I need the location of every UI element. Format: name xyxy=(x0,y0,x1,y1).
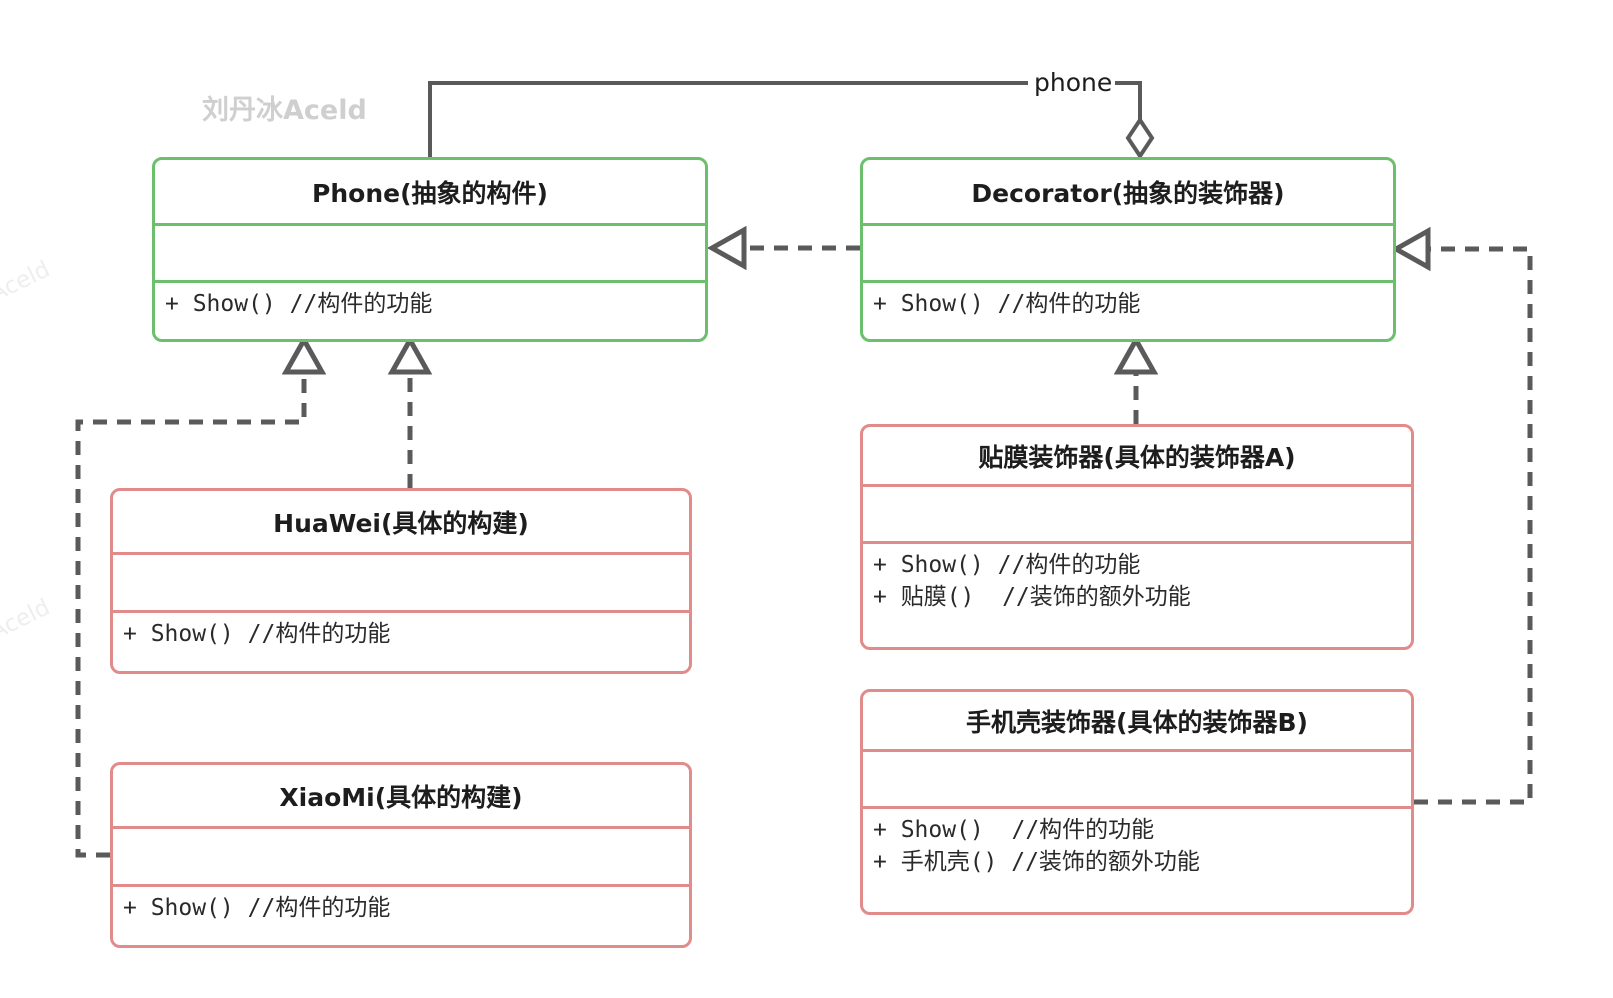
hollow-triangle-marker xyxy=(706,225,747,271)
edge-realization-huawei-to-phone xyxy=(387,334,433,488)
class-box-huawei[interactable]: HuaWei(具体的构建) + Show() //构件的功能 xyxy=(110,488,692,674)
class-attributes-phone xyxy=(155,223,705,280)
operation-row: + Show() //构件的功能 xyxy=(873,552,1141,578)
class-operations-decorator-b: + Show() //构件的功能 + 手机壳() //装饰的额外功能 xyxy=(863,806,1411,912)
edge-realization-decorator-to-phone xyxy=(706,225,860,271)
class-operations-decorator: + Show() //构件的功能 xyxy=(863,280,1393,339)
operation-row: + Show() //构件的功能 xyxy=(873,291,1141,317)
class-operations-xiaomi: + Show() //构件的功能 xyxy=(113,884,689,945)
operation-row: + Show() //构件的功能 xyxy=(873,817,1155,843)
class-title-decorator: Decorator(抽象的装饰器) xyxy=(971,178,1285,208)
class-title-decorator-a: 贴膜装饰器(具体的装饰器A) xyxy=(978,442,1296,472)
class-title-decorator-b: 手机壳装饰器(具体的装饰器B) xyxy=(966,707,1308,737)
class-box-phone[interactable]: Phone(抽象的构件) + Show() //构件的功能 xyxy=(152,157,708,342)
class-operations-phone: + Show() //构件的功能 xyxy=(155,280,705,339)
class-operations-decorator-a: + Show() //构件的功能 + 贴膜() //装饰的额外功能 xyxy=(863,541,1411,647)
class-attributes-xiaomi xyxy=(113,826,689,884)
class-attributes-decorator xyxy=(863,223,1393,280)
watermark-main: 刘丹冰Aceld xyxy=(202,95,367,126)
hollow-triangle-marker xyxy=(1113,334,1159,375)
operation-row: + Show() //构件的功能 xyxy=(165,291,433,317)
operation-row: + 手机壳() //装饰的额外功能 xyxy=(873,848,1200,875)
operation-row: + Show() //构件的功能 xyxy=(123,895,391,921)
hollow-triangle-marker xyxy=(1390,226,1431,272)
edge-realization-decorator-b-to-decorator xyxy=(1390,226,1533,805)
class-title-phone: Phone(抽象的构件) xyxy=(312,178,548,208)
hollow-triangle-marker xyxy=(387,334,433,375)
class-box-decorator-a[interactable]: 贴膜装饰器(具体的装饰器A) + Show() //构件的功能 + 贴膜() /… xyxy=(860,424,1414,650)
class-attributes-huawei xyxy=(113,552,689,610)
class-title-xiaomi: XiaoMi(具体的构建) xyxy=(279,782,523,812)
edge-realization-decorator-a-to-decorator xyxy=(1113,334,1159,424)
watermark-edge-bottom: Aceld xyxy=(0,594,55,646)
operation-row: + Show() //构件的功能 xyxy=(123,621,391,647)
class-attributes-decorator-b xyxy=(863,749,1411,806)
class-box-decorator[interactable]: Decorator(抽象的装饰器) + Show() //构件的功能 xyxy=(860,157,1396,342)
hollow-diamond-marker xyxy=(1125,116,1155,160)
aggregation-edge-label: phone xyxy=(1031,68,1116,97)
class-title-huawei: HuaWei(具体的构建) xyxy=(273,508,529,538)
class-attributes-decorator-a xyxy=(863,484,1411,541)
hollow-triangle-marker xyxy=(281,334,327,375)
operation-row: + 贴膜() //装饰的额外功能 xyxy=(873,583,1191,610)
class-box-xiaomi[interactable]: XiaoMi(具体的构建) + Show() //构件的功能 xyxy=(110,762,692,948)
watermark-edge-top: Aceld xyxy=(0,256,55,308)
class-box-decorator-b[interactable]: 手机壳装饰器(具体的装饰器B) + Show() //构件的功能 + 手机壳()… xyxy=(860,689,1414,915)
class-operations-huawei: + Show() //构件的功能 xyxy=(113,610,689,671)
